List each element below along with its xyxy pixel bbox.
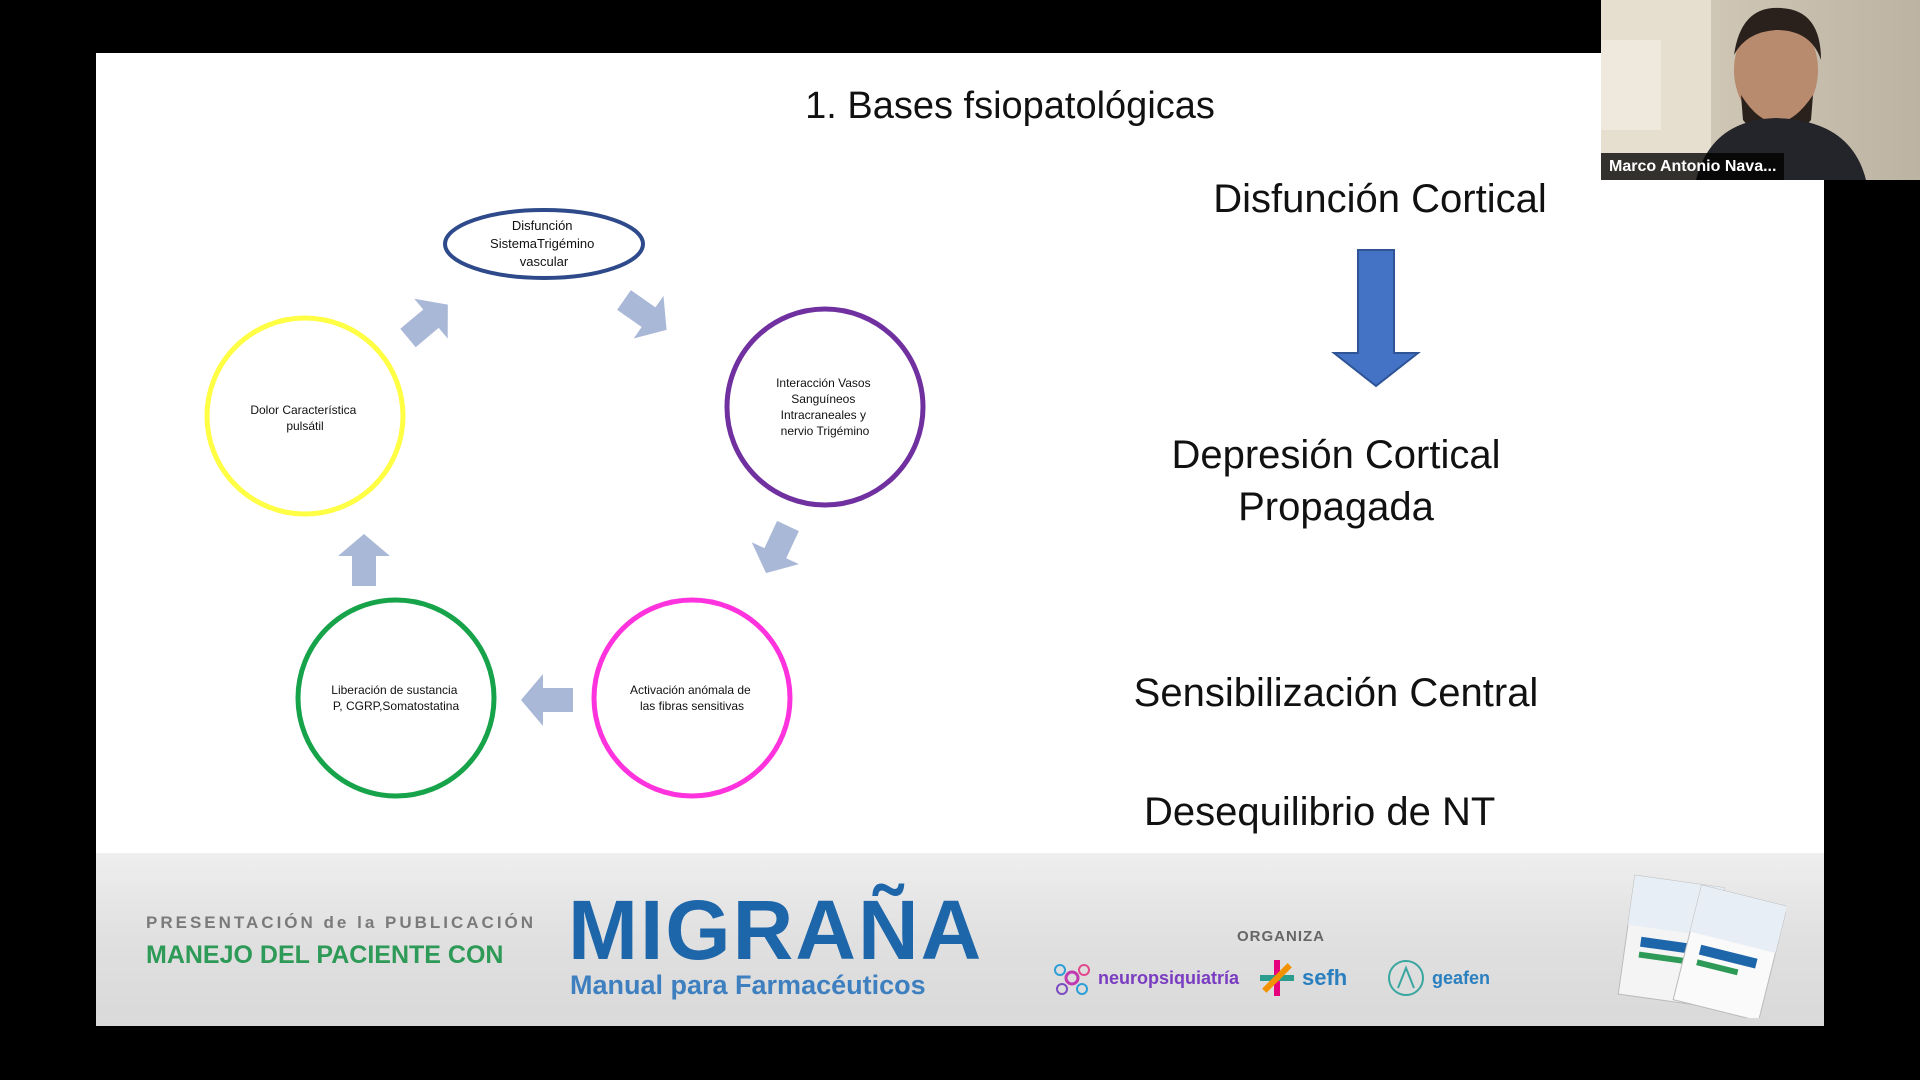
flow-item-depresion-cortical: Depresión Cortical Propagada (1136, 429, 1536, 533)
cycle-arrow-right-to-bottom-right (751, 520, 799, 574)
participant-name-label: Marco Antonio Nava... (1601, 153, 1785, 180)
manual-book-covers-icon (1617, 874, 1786, 1018)
flow-item-sensibilizacion: Sensibilización Central (1133, 671, 1539, 715)
flow-item-depresion-line1: Depresión Cortical (1171, 433, 1501, 477)
flow-item-desequilibrio: Desequilibrio de NT (1144, 790, 1496, 834)
banner-organiza-label: ORGANIZA (1237, 928, 1325, 945)
org3-name: geafen (1432, 967, 1491, 988)
org2-name: sefh (1302, 965, 1348, 990)
node-left-label: Dolor Característica pulsátil (250, 403, 359, 433)
presentation-slide: 1. Bases fsiopatológicas Disfunción Sist… (96, 53, 1824, 1026)
cycle-arrow-top-to-right (617, 290, 667, 339)
banner-main-title: MIGRAÑA (568, 883, 984, 977)
banner-manual-subtitle: Manual para Farmacéuticos (570, 970, 926, 1000)
flow-item-depresion-line2: Propagada (1238, 485, 1434, 529)
sefh-logo-icon (1260, 960, 1294, 996)
node-right-label: Interacción Vasos Sanguíneos Intracranea… (776, 376, 874, 438)
org1-name: neuropsiquiatría (1098, 967, 1240, 988)
logo-geafen: geafen (1386, 958, 1490, 998)
pathophysiology-cycle-diagram: Disfunción SistemaTrigémino vascular Int… (204, 208, 1421, 799)
cycle-arrow-left-to-top (400, 298, 448, 348)
node-top-ellipse (443, 208, 645, 280)
cycle-arrow-bottom-right-to-bottom-left (521, 674, 573, 726)
down-arrow (1331, 249, 1421, 388)
logo-neuropsiquiatria: neuropsiquiatría (1052, 958, 1239, 998)
node-bottom-left-circle (295, 597, 497, 799)
participant-video-icon (1601, 0, 1866, 180)
banner-subtitle: PRESENTACIÓN de la PUBLICACIÓN (146, 913, 537, 932)
banner-title-prefix: MANEJO DEL PACIENTE CON (146, 941, 504, 969)
node-top-label: Disfunción SistemaTrigémino vascular (490, 218, 598, 269)
cycle-arrow-bottom-left-to-left (338, 534, 390, 586)
participant-video-tile[interactable]: Marco Antonio Nava... (1601, 0, 1920, 180)
node-bottom-right-label: Activación anómala de las fibras sensiti… (630, 683, 754, 713)
logo-sefh: sefh (1258, 958, 1347, 998)
neuropsiquiatria-logo-icon (1054, 964, 1090, 995)
node-right-circle (724, 306, 926, 508)
slide-title: 1. Bases fsiopatológicas (805, 85, 1215, 127)
event-banner: PRESENTACIÓN de la PUBLICACIÓN MANEJO DE… (96, 853, 1824, 1026)
node-left-circle (204, 315, 406, 517)
geafen-logo-icon (1388, 960, 1424, 996)
node-bottom-left-label: Liberación de sustancia P, CGRP,Somatost… (331, 683, 460, 713)
flow-item-disfuncion-cortical: Disfunción Cortical (1213, 177, 1547, 221)
node-bottom-right-circle (591, 597, 793, 799)
